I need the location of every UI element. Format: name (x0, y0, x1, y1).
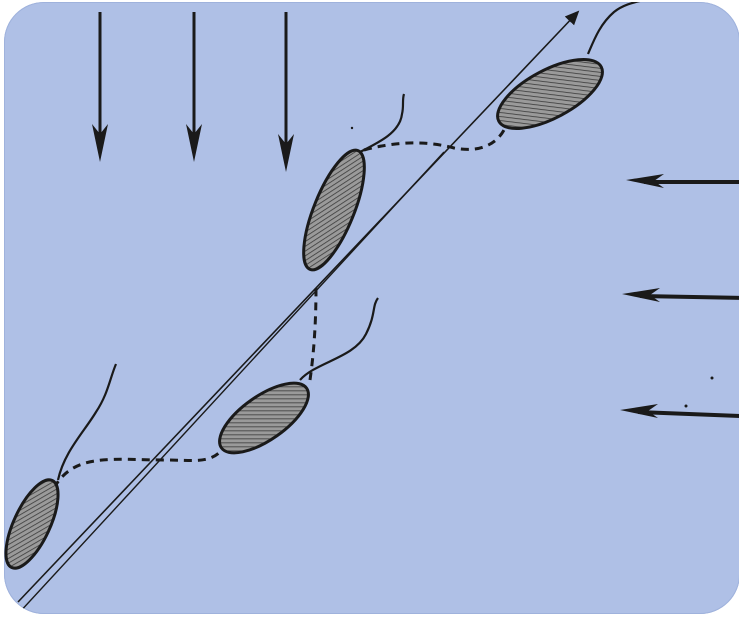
bacterium-cell (4, 364, 116, 575)
arrow-down-icon (278, 12, 294, 172)
bacterium-cell (209, 298, 378, 466)
arrow-left-icon (620, 404, 739, 418)
arrow-down-icon (186, 12, 202, 162)
speck (711, 377, 714, 380)
bacterium-cell (488, 2, 644, 142)
diagram-panel (4, 2, 739, 614)
speck (685, 405, 688, 408)
diagonal-axis-arrow (18, 14, 576, 602)
arrow-down-icon (92, 12, 108, 162)
chemotaxis-diagram (4, 2, 739, 614)
arrow-left-icon (626, 174, 739, 188)
speck (351, 127, 353, 129)
bacterium-cell (291, 94, 404, 277)
arrow-left-icon (622, 288, 739, 302)
diagonal-guide-line (18, 152, 444, 614)
